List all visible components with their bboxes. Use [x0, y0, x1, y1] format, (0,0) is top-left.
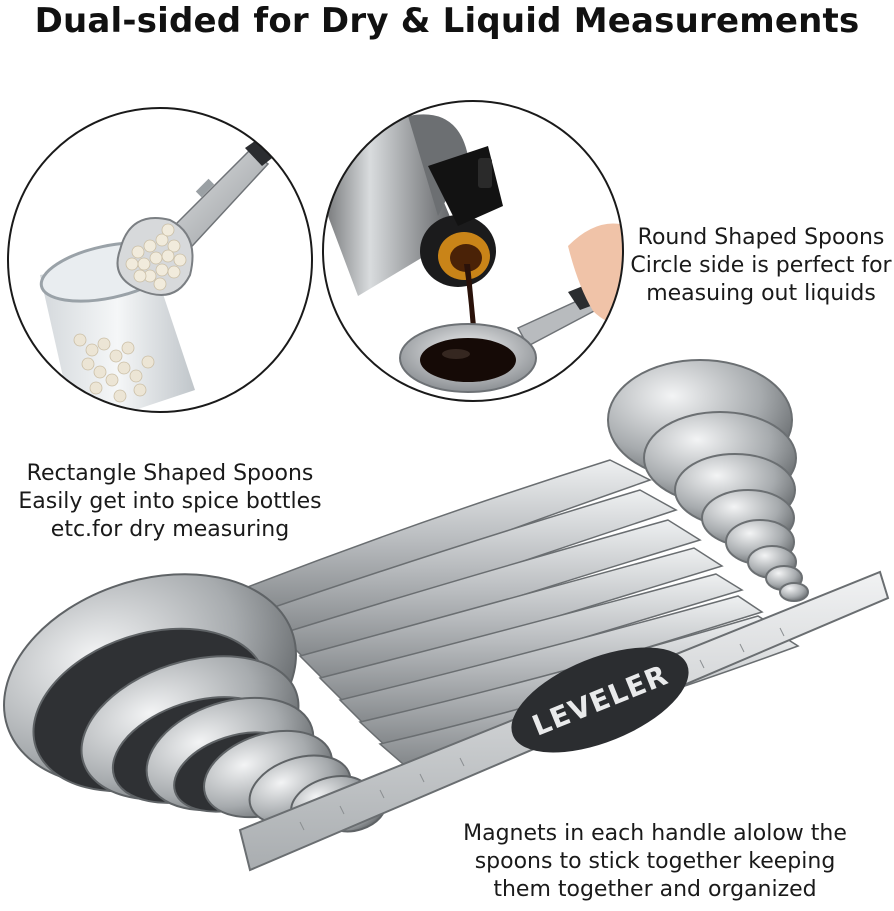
- magnet-badge: [511, 647, 689, 753]
- spoon-set-product: LEVELER: [3, 359, 890, 872]
- oval-ends: [3, 573, 387, 833]
- round-ends: [607, 359, 809, 602]
- caption-round-spoons: Round Shaped Spoons Circle side is perfe…: [630, 225, 892, 306]
- liquid-measuring-inset: [322, 100, 624, 402]
- hand-fingers: [568, 223, 623, 326]
- caption-rectangle-spoons: Rectangle Shaped Spoons Easily get into …: [18, 461, 322, 542]
- caption-magnets: Magnets in each handle alolow the spoons…: [463, 821, 847, 902]
- dry-measuring-inset: [7, 107, 313, 413]
- page-title: Dual-sided for Dry & Liquid Measurements: [34, 1, 860, 41]
